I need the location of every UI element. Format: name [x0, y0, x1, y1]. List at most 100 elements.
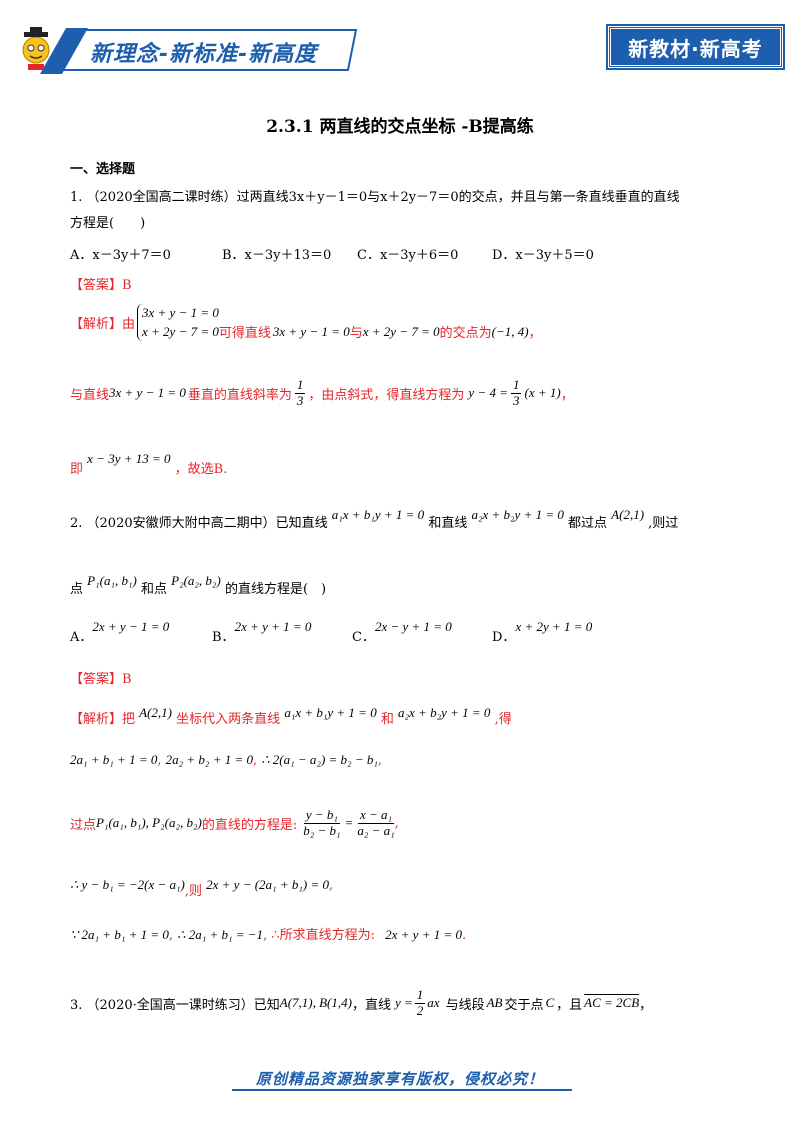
- q2-s2-math2: 2a₂ + b₂ + 1 = 0: [165, 752, 253, 767]
- q2-text2: 和直线: [428, 516, 468, 531]
- q2-s3-text2: 的直线的方程是:: [201, 817, 298, 833]
- mascot-logo-icon: [22, 27, 358, 74]
- q2-option-d-math: x + 2y + 1 = 0: [515, 619, 593, 634]
- q2-s5-math1: ∵ 2a₁ + b₁ + 1 = 0: [70, 927, 169, 942]
- q2-s2-comma1: ,: [157, 753, 162, 768]
- q2-s5-math3: 2x + y + 1 = 0: [385, 927, 462, 942]
- q2-s3-frac1-num: y − b₁: [303, 807, 340, 824]
- q2-s2-math3: ∴ 2(a₁ − a₂) = b₂ − b₁: [261, 752, 378, 767]
- q3-text6: ，: [639, 997, 653, 1013]
- q3-math4: C: [545, 995, 555, 1011]
- q2-s3-frac2-num: x − a₁: [357, 807, 395, 824]
- q2-l2-math1: P₁(a₁, b₁): [87, 573, 137, 588]
- q1-solution-line3: 即 x − 3y + 13 = 0 ，故选B.: [70, 448, 227, 477]
- q2-option-a: A．2x + y − 1 = 0: [70, 616, 169, 645]
- q3-frac-num: 1: [414, 987, 426, 1004]
- q2-s1-text3: 和: [380, 712, 394, 727]
- q2-math1: a₁x + b₁y + 1 = 0: [331, 507, 425, 522]
- q3-math1: A(7,1), B(1,4): [279, 995, 352, 1011]
- q2-s3-math1: P₁(a₁, b₁), P₂(a₂, b₂): [96, 815, 202, 831]
- q1-l2-frac2-den: 3: [512, 392, 520, 408]
- q2-s5-text1: ∴所求直线方程为:: [271, 928, 375, 943]
- q2-stem-line1: 2. （2020安徽师大附中高二期中）已知直线 a₁x + b₁y + 1 = …: [70, 504, 678, 531]
- q2-solution-line3: 过点 P₁(a₁, b₁), P₂(a₂, b₂) 的直线的方程是: y − b…: [70, 807, 399, 839]
- q2-s5-comma2: ,: [263, 928, 268, 943]
- q1-l2-frac-den: 3: [296, 392, 304, 408]
- q2-s5-math2: ∴ 2a₁ + b₁ = −1: [177, 927, 264, 942]
- q1-l2-text4: ，: [560, 387, 574, 403]
- q2-solution-line1: 【解析】把 A(2,1) 坐标代入两条直线 a₁x + b₁y + 1 = 0 …: [70, 702, 512, 727]
- q2-s3-text3: ,: [394, 815, 399, 831]
- q3-text2: ，直线: [351, 997, 391, 1013]
- q2-s1-text1: 【解析】把: [70, 712, 136, 727]
- q1-sol-math1: 3x + y − 1 = 0: [272, 323, 350, 339]
- q2-s1-text4: ,得: [494, 712, 512, 727]
- q2-s2-math1: 2a₁ + b₁ + 1 = 0: [70, 752, 158, 767]
- q1-stem-line2: 方程是( ): [70, 216, 146, 231]
- q2-s3-frac1-den: b₂ − b₁: [303, 822, 341, 838]
- q1-sol-math3: (−1, 4): [491, 323, 529, 339]
- header-slogan: 新理念-新标准-新高度: [90, 42, 318, 67]
- q3-fraction: 1 2: [414, 987, 426, 1019]
- q3-math2a: y =: [394, 995, 413, 1011]
- q2-s2-comma3: ,: [377, 753, 382, 768]
- q1-system-eq2: x + 2y − 7 = 0: [142, 323, 219, 339]
- q2-s1-math2: a₁x + b₁y + 1 = 0: [284, 705, 377, 720]
- q2-l2-text2: 和点: [140, 582, 167, 597]
- q2-s4-text2: ,: [328, 878, 334, 893]
- q1-sol-text3: 的交点为: [439, 326, 492, 341]
- q3-text4: 交于点: [504, 997, 544, 1013]
- q1-l3-text2: ，故选B.: [174, 462, 228, 477]
- section-heading: 一、选择题: [70, 162, 136, 177]
- q2-s3-fraction1: y − b₁ b₂ − b₁: [303, 807, 341, 839]
- q2-s1-math1: A(2,1): [139, 705, 173, 720]
- q2-math3: A(2,1): [611, 507, 645, 522]
- q1-solution-label: 【解析】由: [70, 317, 136, 332]
- q2-option-b-label: B．: [212, 630, 235, 645]
- footer-underline: [232, 1089, 572, 1091]
- q2-math2: a₂x + b₂y + 1 = 0: [471, 507, 564, 522]
- header-badge-text: 新教材·新高考: [628, 36, 763, 61]
- q2-option-c: C．2x − y + 1 = 0: [352, 616, 452, 645]
- q2-option-d: D．x + 2y + 1 = 0: [492, 616, 593, 645]
- q1-l2-text3: ，由点斜式，得直线方程为: [308, 387, 465, 403]
- q1-l2-math2b: (x + 1): [524, 385, 561, 401]
- q1-sol-text2: 与: [349, 326, 363, 341]
- q1-l2-text1: 与直线: [70, 387, 110, 403]
- q3-text3: 与线段: [445, 997, 485, 1013]
- q2-option-b: B．2x + y + 1 = 0: [212, 616, 312, 645]
- q2-s4-text1: ,则: [184, 884, 202, 899]
- q2-l2-math2: P₂(a₂, b₂): [171, 573, 221, 588]
- q1-sol-math2: x + 2y − 7 = 0: [362, 323, 440, 339]
- q1-option-a: A．x－3y＋7＝0: [70, 248, 171, 263]
- q1-sol-text4: ，: [528, 326, 542, 341]
- page-title: 2.3.1 两直线的交点坐标 -B提高练: [266, 117, 534, 137]
- q1-sol-text1: 可得直线: [218, 326, 271, 341]
- q2-option-b-math: 2x + y + 1 = 0: [234, 619, 312, 634]
- q2-l2-text3: 的直线方程是( ): [224, 582, 327, 597]
- q2-s4-math1: ∴ y − b₁ = −2(x − a₁): [70, 877, 185, 892]
- q1-solution-line2: 与直线 3x + y − 1 = 0 垂直的直线斜率为 1 3 ，由点斜式，得直…: [70, 377, 574, 409]
- q2-option-c-math: 2x − y + 1 = 0: [374, 619, 452, 634]
- q1-l2-frac2-num: 1: [510, 377, 522, 394]
- q2-s3-text1: 过点: [70, 817, 97, 833]
- q3-text5: ，且: [556, 997, 583, 1013]
- footer-copyright: 原创精品资源独家享有版权，侵权必究！: [255, 1070, 544, 1088]
- q1-option-d: D．x－3y＋5＝0: [492, 248, 594, 263]
- q1-solution-line1: 【解析】由 3x + y − 1 = 0 x + 2y − 7 = 0 可得直线…: [70, 304, 542, 341]
- q1-equation-system: 3x + y − 1 = 0 x + 2y − 7 = 0: [137, 304, 219, 341]
- q2-s3-fraction2: x − a₁ a₂ − a₁: [357, 807, 395, 839]
- q2-solution-line5: ∵ 2a₁ + b₁ + 1 = 0, ∴ 2a₁ + b₁ = −1, ∴所求…: [70, 924, 466, 943]
- q1-l3-math1: x − 3y + 13 = 0: [87, 451, 171, 466]
- q2-text1: 2. （2020安徽师大附中高二期中）已知直线: [70, 516, 328, 531]
- q2-s1-math3: a₂x + b₂y + 1 = 0: [398, 705, 491, 720]
- q2-s5-comma1: ,: [168, 928, 174, 943]
- header-logo-area: [18, 24, 360, 76]
- q2-option-a-label: A．: [70, 630, 93, 645]
- q2-s3-frac2-den: a₂ − a₁: [357, 822, 395, 838]
- header-badge: 新教材·新高考: [606, 24, 785, 70]
- q3-math2b: ax: [427, 995, 440, 1011]
- q1-l2-fraction: 1 3: [294, 377, 306, 409]
- q2-answer: 【答案】B: [70, 672, 132, 687]
- q3-text1: 3. （2020·全国高一课时练习）已知: [70, 997, 280, 1013]
